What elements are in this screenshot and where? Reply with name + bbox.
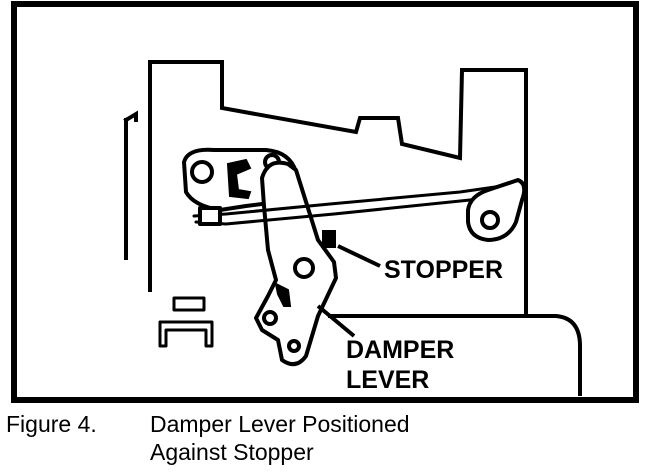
left-plate-edge xyxy=(123,110,138,260)
rod-end-block xyxy=(198,206,222,226)
damper-lever-label-line1: DAMPER xyxy=(346,336,454,364)
caption-line1: Damper Lever Positioned xyxy=(150,411,410,437)
linkage-slot xyxy=(226,158,252,200)
damper-lever-label-line2: LEVER xyxy=(346,366,429,394)
damper-lever-leader xyxy=(316,304,356,338)
bracket-body xyxy=(148,60,528,316)
stopper-leader xyxy=(337,244,381,268)
linkage-pivot-hole xyxy=(190,160,214,184)
damper-lever-tab xyxy=(274,282,292,307)
damper-lever-lower-hole xyxy=(287,339,301,353)
right-shoulder xyxy=(328,314,582,396)
figure-border xyxy=(11,1,639,403)
stopper-label: STOPPER xyxy=(384,256,503,284)
caption-line2: Against Stopper xyxy=(150,439,314,465)
rod-end-hole xyxy=(480,210,500,230)
damper-lever-pivot xyxy=(293,257,315,279)
caption-number: Figure 4. xyxy=(6,411,97,437)
stopper-block xyxy=(322,230,336,248)
bracket-clip xyxy=(158,296,214,348)
damper-lever-side-hole xyxy=(262,310,278,326)
